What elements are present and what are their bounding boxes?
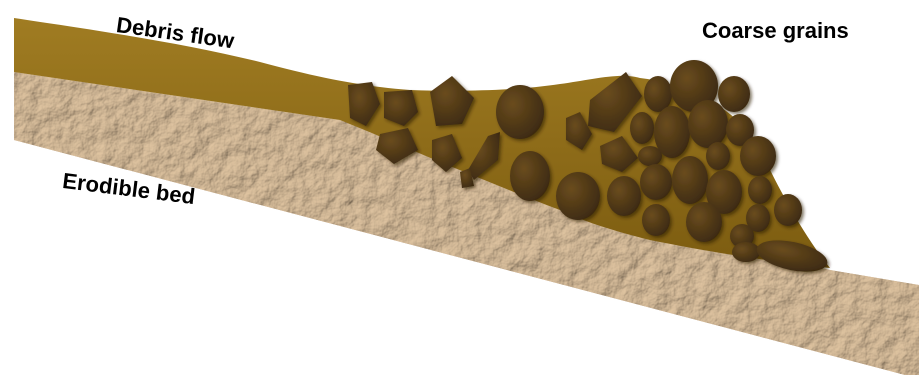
- grain: [630, 112, 654, 144]
- coarse-grains-label: Coarse grains: [702, 20, 849, 42]
- grain: [748, 176, 772, 204]
- grain: [496, 85, 544, 139]
- grain: [644, 76, 672, 112]
- grain: [732, 242, 760, 262]
- grain: [740, 136, 776, 176]
- grain: [672, 156, 708, 204]
- grain: [642, 204, 670, 236]
- grain: [638, 146, 662, 166]
- grain: [774, 194, 802, 226]
- grain: [556, 172, 600, 220]
- grain: [510, 151, 550, 201]
- grain: [718, 76, 750, 112]
- grain: [607, 176, 641, 216]
- grain: [688, 100, 728, 148]
- grain: [706, 142, 730, 170]
- grain: [640, 164, 672, 200]
- grain: [686, 202, 722, 242]
